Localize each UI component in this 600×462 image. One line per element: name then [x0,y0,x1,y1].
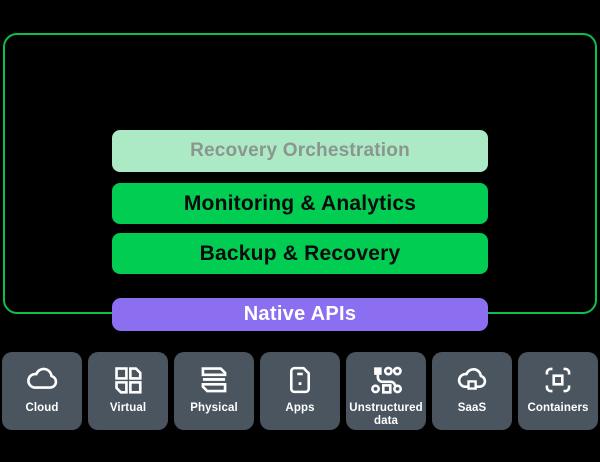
workload-tile-containers: Containers [518,352,598,430]
workload-tile-saas: SaaS [432,352,512,430]
layer-label: Recovery Orchestration [190,140,410,161]
layer-label: Backup & Recovery [199,241,401,265]
workload-label: Physical [190,402,238,414]
workload-label: Virtual [109,402,147,414]
apps-icon [281,361,319,399]
layer-bar-monitoring-analytics: Monitoring & Analytics [112,183,488,224]
workload-label: Containers [527,402,589,414]
workload-label: Unstructured data [349,402,423,427]
saas-icon [453,361,491,399]
layer-bar-backup-recovery: Backup & Recovery [112,233,488,274]
workload-tile-unstructured-data: Unstructured data [346,352,426,430]
native-apis-label: Native APIs [243,303,357,325]
workload-tile-physical: Physical [174,352,254,430]
containers-icon [539,361,577,399]
virtual-icon [109,361,147,399]
workload-label: Cloud [25,402,59,414]
physical-icon [195,361,233,399]
layer-bar-recovery-orchestration: Recovery Orchestration [112,130,488,172]
workloads-row: Cloud Virtual Physical [2,352,598,430]
workload-tile-apps: Apps [260,352,340,430]
layer-label: Monitoring & Analytics [183,191,417,215]
cloud-icon [23,361,61,399]
workload-label: SaaS [457,402,487,414]
workload-tile-virtual: Virtual [88,352,168,430]
unstructured-data-icon [367,361,405,399]
workload-tile-cloud: Cloud [2,352,82,430]
native-apis-bar: Native APIs [112,298,488,331]
workload-label: Apps [285,402,315,414]
